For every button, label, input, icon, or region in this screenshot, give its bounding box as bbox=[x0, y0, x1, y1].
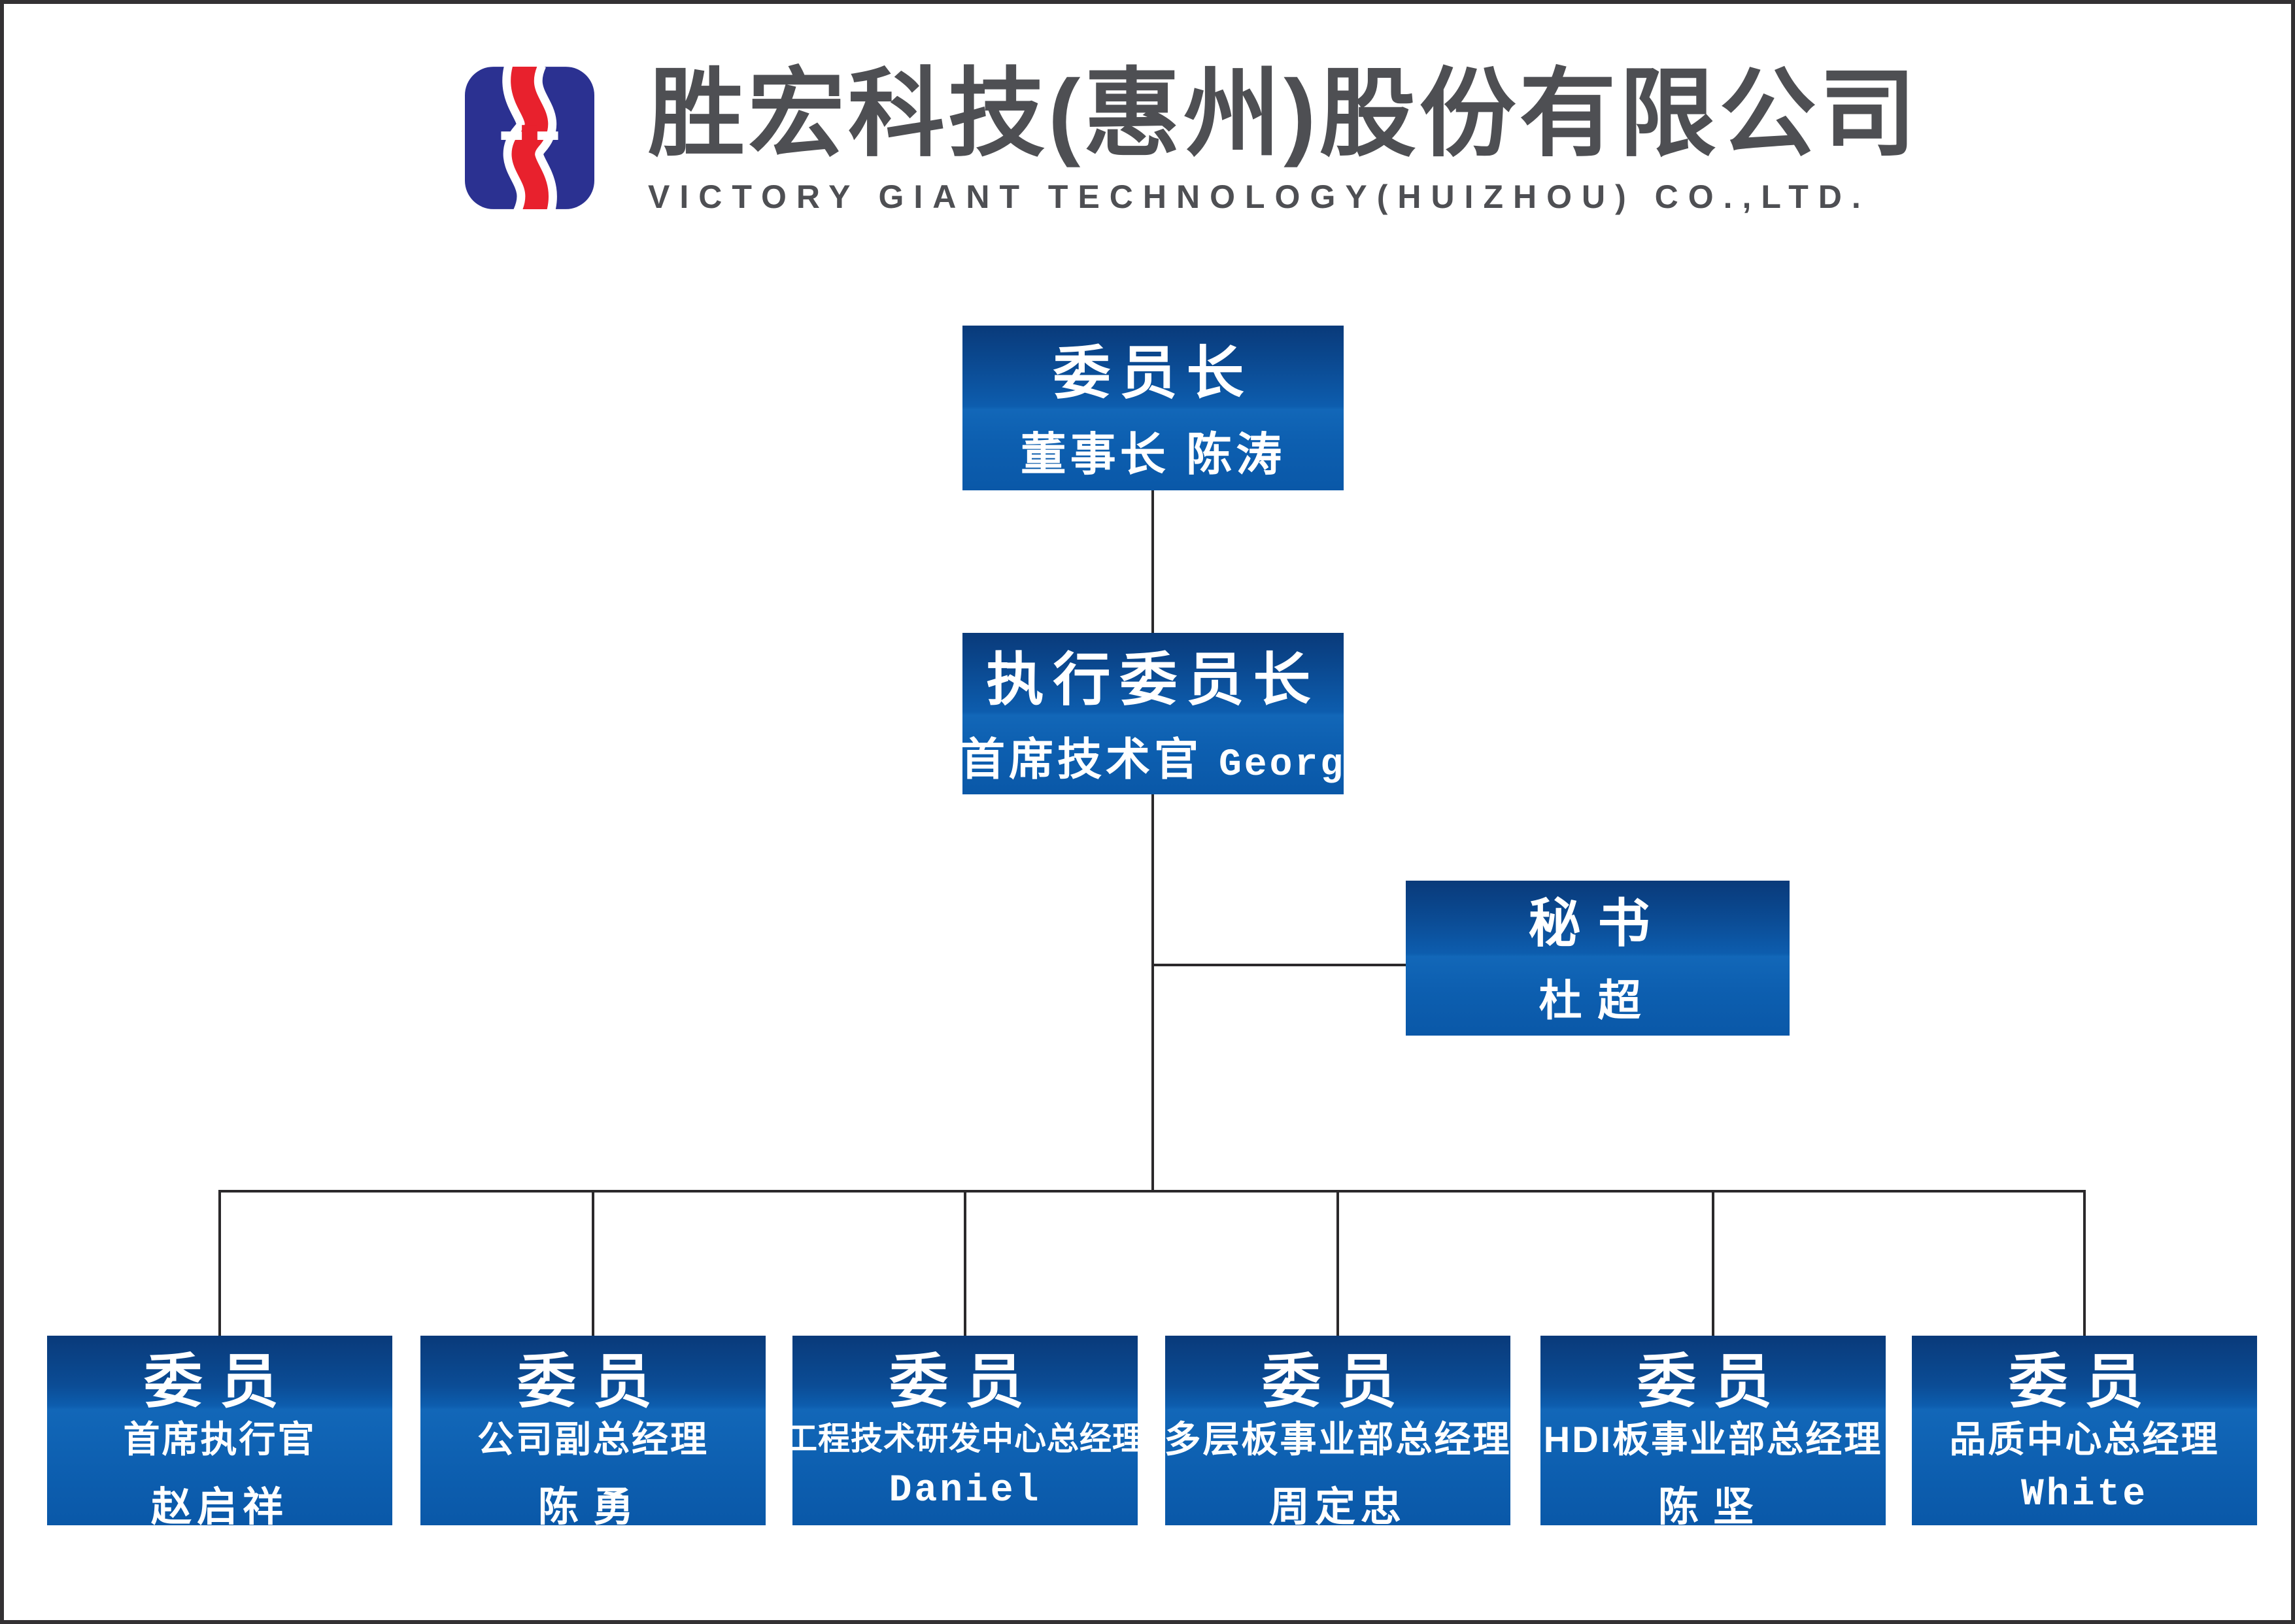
member-role: HDI板事业部总经理 bbox=[1543, 1419, 1883, 1461]
member-title: 委员 bbox=[2009, 1349, 2160, 1415]
node-member-4: 委员 多层板事业部总经理 周定忠 bbox=[1164, 1336, 1512, 1530]
member-name: 陈坚 bbox=[1658, 1485, 1768, 1531]
node-chairman: 委员长 董事长 陈涛 bbox=[962, 326, 1344, 490]
connector-drop-member-1 bbox=[218, 1190, 221, 1336]
connector-drop-member-6 bbox=[2083, 1190, 2086, 1336]
member-role: 首席执行官 bbox=[123, 1419, 316, 1461]
node-member-2: 委员 公司副总经理 陈勇 bbox=[420, 1336, 766, 1530]
chairman-subtitle: 董事长 陈涛 bbox=[1020, 429, 1286, 481]
member-role: 公司副总经理 bbox=[477, 1419, 709, 1461]
connector-drop-member-3 bbox=[964, 1190, 966, 1336]
secretary-name: 杜超 bbox=[1538, 975, 1657, 1024]
member-title: 委员 bbox=[144, 1349, 296, 1415]
connector-members-rail bbox=[218, 1190, 2086, 1193]
connector-exec-trunk bbox=[1151, 794, 1154, 1193]
member-role: 工程技术研发中心总经理 bbox=[785, 1421, 1146, 1457]
company-title-block: 胜宏科技(惠州)股份有限公司 VICTORY GIANT TECHNOLOGY(… bbox=[648, 60, 2021, 216]
node-exec-chairman: 执行委员长 首席技术官 Georg bbox=[960, 633, 1346, 794]
connector-chairman-exec bbox=[1151, 490, 1154, 633]
member-name: 周定忠 bbox=[1268, 1485, 1406, 1531]
member-name: White bbox=[2020, 1474, 2149, 1517]
member-name: Daniel bbox=[889, 1470, 1042, 1513]
member-role: 品质中心总经理 bbox=[1949, 1419, 2220, 1461]
member-title: 委员 bbox=[517, 1349, 669, 1415]
node-member-3: 委员 工程技术研发中心总经理 Daniel bbox=[785, 1336, 1144, 1525]
node-secretary: 秘书 杜超 bbox=[1406, 881, 1790, 1036]
connector-secretary-branch bbox=[1153, 964, 1406, 966]
chairman-title: 委员长 bbox=[1053, 341, 1253, 406]
member-title: 委员 bbox=[1262, 1349, 1414, 1415]
member-title: 委员 bbox=[1637, 1349, 1789, 1415]
node-member-6: 委员 品质中心总经理 White bbox=[1912, 1336, 2257, 1525]
member-name: 赵启祥 bbox=[150, 1485, 288, 1531]
connector-drop-member-2 bbox=[592, 1190, 594, 1336]
member-role: 多层板事业部总经理 bbox=[1164, 1419, 1512, 1461]
connector-drop-member-4 bbox=[1336, 1190, 1339, 1336]
node-member-5: 委员 HDI板事业部总经理 陈坚 bbox=[1540, 1336, 1886, 1530]
company-logo-icon bbox=[465, 50, 594, 227]
member-title: 委员 bbox=[889, 1349, 1041, 1415]
connector-drop-member-5 bbox=[1712, 1190, 1714, 1336]
company-name-zh: 胜宏科技(惠州)股份有限公司 bbox=[648, 60, 1920, 168]
exec-chairman-title: 执行委员长 bbox=[986, 647, 1320, 712]
secretary-title: 秘书 bbox=[1528, 894, 1667, 953]
exec-chairman-subtitle: 首席技术官 Georg bbox=[960, 735, 1346, 787]
node-member-1: 委员 首席执行官 赵启祥 bbox=[47, 1336, 392, 1530]
company-name-en: VICTORY GIANT TECHNOLOGY(HUIZHOU) CO.,LT… bbox=[648, 178, 1871, 215]
member-name: 陈勇 bbox=[537, 1485, 648, 1531]
